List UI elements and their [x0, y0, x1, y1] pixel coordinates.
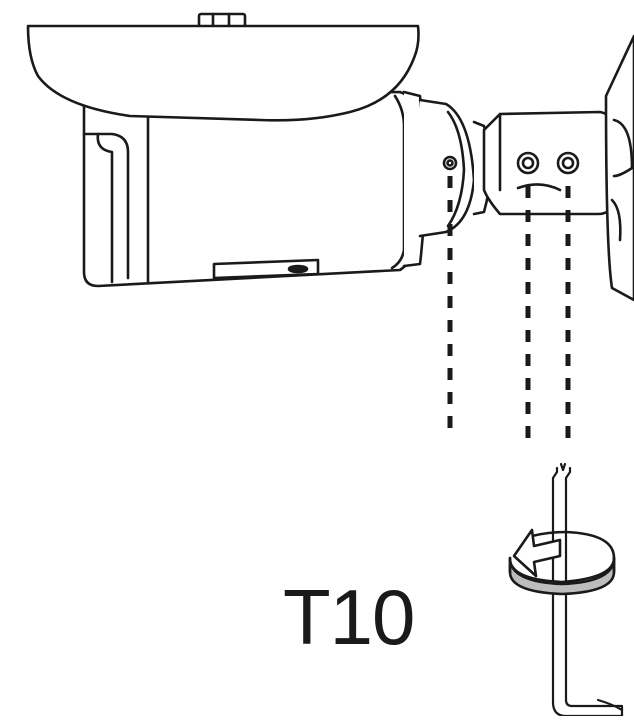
camera-icon	[82, 90, 416, 288]
screw-icon	[516, 151, 580, 175]
bracket-icon	[482, 34, 634, 302]
rotation-arrow-icon	[508, 528, 616, 596]
ball-joint	[402, 90, 492, 268]
torx-key-icon	[551, 462, 624, 718]
sunshield	[26, 24, 420, 122]
tool-size-label: T10	[283, 573, 415, 661]
screw-guide-lines	[447, 176, 571, 438]
sunshield-nub	[197, 12, 247, 30]
